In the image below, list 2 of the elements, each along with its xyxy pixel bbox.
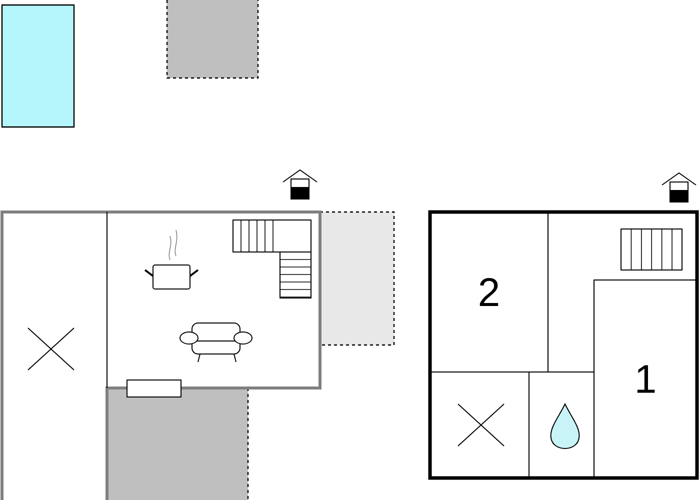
- room: 1: [594, 280, 698, 478]
- room: 2: [430, 212, 548, 372]
